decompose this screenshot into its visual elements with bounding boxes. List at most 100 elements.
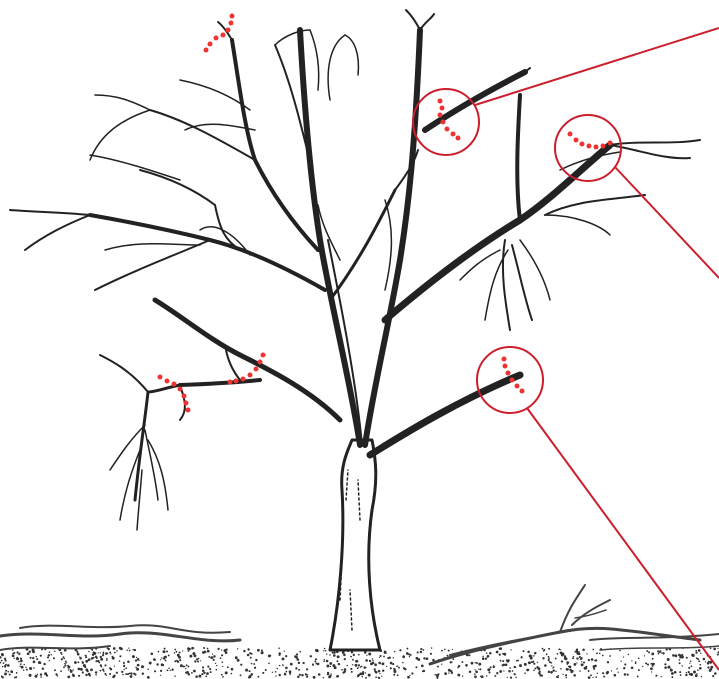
ground-speck xyxy=(50,654,51,655)
ground-speck xyxy=(533,655,535,657)
ground-speck xyxy=(526,669,529,672)
ground-speck xyxy=(324,659,325,660)
ground-speck xyxy=(444,649,446,651)
ground-speck xyxy=(458,665,460,667)
ground-speck xyxy=(555,671,556,672)
ground-speck xyxy=(255,659,257,661)
ground-speck xyxy=(679,659,681,661)
ground-speck xyxy=(168,654,170,656)
ground-speck xyxy=(49,651,51,653)
ground-speck xyxy=(156,663,158,665)
ground-speck xyxy=(561,660,563,662)
ground-speck xyxy=(462,676,463,677)
ground-speck xyxy=(165,660,167,662)
ground-speck xyxy=(53,657,55,659)
ground-speck xyxy=(54,669,56,671)
ground-speck xyxy=(30,657,32,659)
ground-speck xyxy=(664,663,666,665)
ground-speck xyxy=(36,656,38,658)
ground-speck xyxy=(268,662,270,664)
ground-speck xyxy=(406,648,408,650)
ground-speck xyxy=(549,661,551,663)
ground-speck xyxy=(284,673,287,676)
ground-speck xyxy=(548,659,550,661)
ground-speck xyxy=(548,656,550,658)
ground-speck xyxy=(691,665,693,667)
ground-speck xyxy=(566,677,567,678)
ground-speck xyxy=(284,651,285,652)
ground-speck xyxy=(85,656,87,658)
ground-speck xyxy=(330,673,331,674)
ground-speck xyxy=(420,648,422,650)
ground-speck xyxy=(582,648,585,651)
ground-speck xyxy=(650,667,653,670)
ground-speck xyxy=(327,672,329,674)
ground-speck xyxy=(161,657,163,659)
ground-speck xyxy=(652,658,654,660)
ground-speck xyxy=(448,669,451,672)
ground-speck xyxy=(299,651,301,653)
ground-speck xyxy=(95,671,97,673)
ground-speck xyxy=(344,668,347,671)
ground-speck xyxy=(365,659,368,662)
ground-speck xyxy=(102,654,104,656)
ground-speck xyxy=(96,657,98,659)
ground-speck xyxy=(247,648,249,650)
ground-speck xyxy=(534,668,536,670)
ground-speck xyxy=(576,662,577,663)
ground-speck xyxy=(581,663,584,666)
ground-speck xyxy=(326,665,329,668)
ground-speck xyxy=(624,663,626,665)
ground-speck xyxy=(208,656,210,658)
ground-speck xyxy=(480,676,481,677)
ground-speck xyxy=(333,652,335,654)
ground-speck xyxy=(358,654,360,656)
ground-speck xyxy=(688,667,690,669)
ground-speck xyxy=(202,669,205,672)
ground-speck xyxy=(164,648,166,650)
ground-speck xyxy=(591,658,594,661)
ground-speck xyxy=(78,675,80,677)
ground-speck xyxy=(194,660,196,662)
right-limb xyxy=(385,145,610,320)
ground-speck xyxy=(507,659,510,662)
ground-speck xyxy=(221,649,222,650)
ground-speck xyxy=(216,669,218,671)
ground-speck xyxy=(594,660,596,662)
ground-speck xyxy=(417,658,420,661)
ground-speck xyxy=(61,654,62,655)
ground-speck xyxy=(659,651,661,653)
ground-speck xyxy=(698,660,700,662)
ground-speck xyxy=(530,657,533,660)
ground-speck xyxy=(692,654,695,657)
ground-speck xyxy=(127,673,129,675)
ground-speck xyxy=(109,673,111,675)
ground-speck xyxy=(314,661,316,663)
ground-speck xyxy=(333,654,336,657)
ground-speck xyxy=(110,653,111,654)
ground-speck xyxy=(537,662,538,663)
ground-speck xyxy=(680,655,682,657)
ground-speck xyxy=(519,664,522,667)
ground-speck xyxy=(616,668,618,670)
ground-speck xyxy=(648,651,650,653)
ground-speck xyxy=(179,659,181,661)
ground-speck xyxy=(437,666,439,668)
ground-speck xyxy=(243,650,245,652)
ground-speck xyxy=(410,654,412,656)
ground-speck xyxy=(210,671,212,673)
ground-speck xyxy=(1,675,3,677)
ground-speck xyxy=(381,676,382,677)
ground-speck xyxy=(315,649,318,652)
ground-speck xyxy=(188,673,190,675)
ground-speck xyxy=(712,675,714,677)
ground-speck xyxy=(299,674,301,676)
ground-speck xyxy=(422,670,424,672)
ground-speck xyxy=(479,668,481,670)
ground-speck xyxy=(392,663,394,665)
ground-speck xyxy=(469,670,472,673)
ground-speck xyxy=(586,653,587,654)
ground-speck xyxy=(85,660,88,663)
ground-speck xyxy=(298,662,300,664)
